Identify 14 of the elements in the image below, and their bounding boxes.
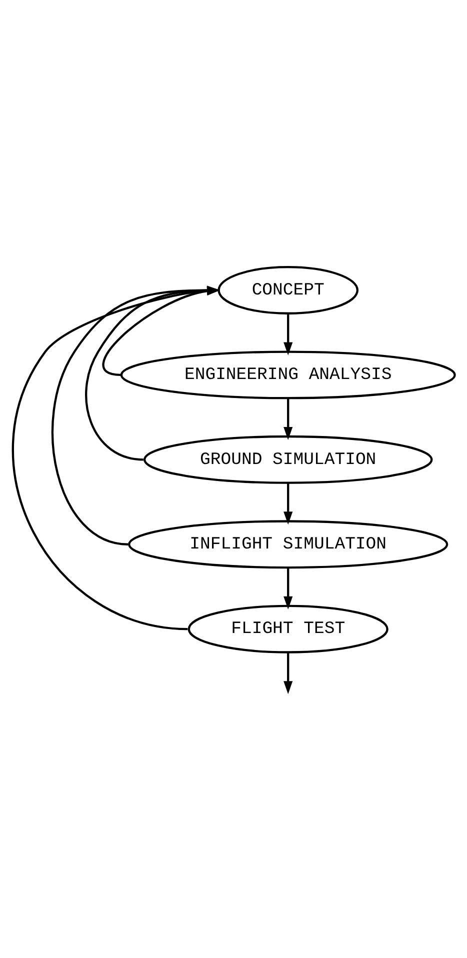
arrow: [284, 567, 293, 609]
arrow: [85, 285, 220, 460]
arrow: [102, 286, 220, 376]
arrow: [284, 398, 293, 440]
arrow: [284, 652, 293, 694]
arrow: [284, 312, 293, 355]
node-ellipse: FLIGHT TEST: [188, 604, 388, 653]
node-ellipse: CONCEPT: [218, 266, 359, 314]
node-ellipse: GROUND SIMULATION: [143, 434, 433, 484]
arrow: [12, 286, 220, 630]
arrow: [52, 285, 220, 545]
arrow: [284, 482, 293, 524]
node-ellipse: ENGINEERING ANALYSIS: [120, 350, 456, 399]
node-ellipse: INFLIGHT SIMULATION: [128, 520, 448, 568]
